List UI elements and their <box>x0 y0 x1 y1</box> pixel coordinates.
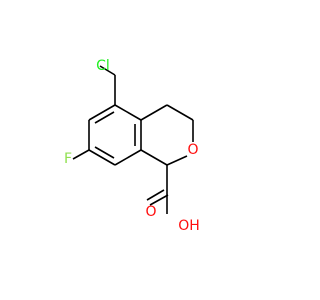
bond-c4a-c4 <box>140 104 168 121</box>
atom-labels: Cl F O O OH <box>64 58 200 234</box>
bond-c6-c5-inner <box>94 111 115 124</box>
molecule-canvas: Cl F O O OH <box>64 58 200 234</box>
bond-c8-c7 <box>88 149 116 166</box>
bond-c-o-double-a <box>149 194 169 206</box>
bond-c5-c4a <box>114 104 142 121</box>
bond-o2-c1 <box>166 155 188 166</box>
ring-oxygen-label: O <box>187 142 198 158</box>
bond-group <box>72 65 194 214</box>
hydroxyl-label: OH <box>178 218 200 234</box>
bond-c6-c5 <box>88 104 116 121</box>
bond-c-o-double-b <box>146 189 165 201</box>
bond-c8a-c8 <box>114 149 142 166</box>
bond-ch2-cl <box>99 65 116 76</box>
bond-c7-f <box>72 149 90 160</box>
bond-c1-c8a <box>140 149 168 166</box>
fluorine-label: F <box>64 151 72 167</box>
bond-c4-c3 <box>166 104 194 121</box>
structure-diagram: Cl F O O OH <box>64 58 200 234</box>
carbonyl-oxygen-label: O <box>145 204 156 220</box>
bond-c8-c7-inner <box>94 146 115 159</box>
chlorine-label: Cl <box>96 58 110 74</box>
